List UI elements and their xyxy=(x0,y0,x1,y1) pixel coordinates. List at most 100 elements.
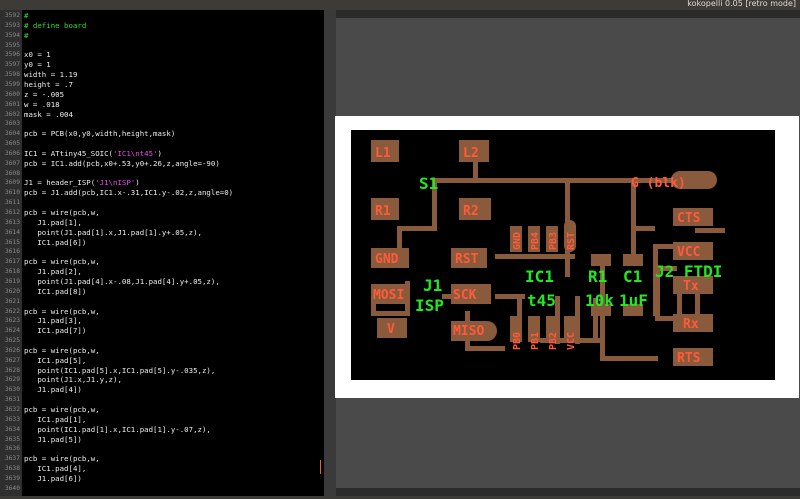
code-token: point(J1.pad[1].x,J1.pad[1].y+.05,z), xyxy=(24,227,202,237)
line-number: 3603 xyxy=(4,120,20,128)
trace xyxy=(465,346,505,351)
pads xyxy=(371,140,717,366)
pad-label: G (blk) xyxy=(631,176,686,191)
line-number: 3593 xyxy=(4,21,20,29)
code-line[interactable]: J1.pad[6]) xyxy=(24,474,82,483)
code-line[interactable]: point(J1.pad[4].x-.08,J1.pad[4].y+.05,z)… xyxy=(24,276,220,286)
status-strip xyxy=(0,496,800,499)
code-line[interactable]: IC1.pad[4], xyxy=(24,465,86,473)
pad-C1-a xyxy=(623,254,643,266)
code-line[interactable]: # xyxy=(24,12,28,20)
code-line[interactable]: w = .018 xyxy=(24,99,60,109)
code-line[interactable]: pcb = wire(pcb,w, xyxy=(24,455,100,463)
code-token: J1.pad[3], xyxy=(24,316,82,326)
code-token: J1.pad[1], xyxy=(24,217,82,227)
pcb-render[interactable]: L1 L2 R1 R2 GND RST MOSI SCK V MISO CTS … xyxy=(335,116,799,398)
code-line[interactable]: # define board xyxy=(24,21,86,30)
code-line[interactable]: pcb = wire(pcb,w, xyxy=(24,258,100,266)
trace xyxy=(645,178,675,183)
ic-pin-label: PB1 xyxy=(530,332,541,350)
pad-Rx xyxy=(673,314,713,332)
code-line[interactable]: IC1.pad[1], xyxy=(24,415,86,424)
code-line[interactable]: pcb = wire(pcb,w, xyxy=(24,345,100,355)
code-token: pcb = wire(pcb,w, xyxy=(24,454,100,464)
code-line[interactable]: point(J1.x,J1.y,z), xyxy=(24,376,122,384)
code-line[interactable]: # xyxy=(24,31,28,40)
code-token: pcb = wire(pcb,w, xyxy=(24,345,100,355)
pad-L2 xyxy=(459,140,489,162)
code-token: IC1 = ATtiny45_SOIC( xyxy=(24,148,113,158)
code-line[interactable]: point(J1.pad[1].x,J1.pad[1].y+.05,z), xyxy=(24,227,202,237)
ic-pin-labels: GND PB4 PB3 RST PB0 PB1 PB2 VCC xyxy=(512,232,577,350)
pad-C1-b xyxy=(623,304,643,316)
code-line[interactable]: pcb = IC1.add(pcb,x0+.53,y0+.26,z,angle=… xyxy=(24,159,220,168)
code-token: J1.pad[4]) xyxy=(24,385,82,395)
editor-scrollbar[interactable] xyxy=(324,10,336,496)
pad-RST xyxy=(451,248,487,268)
trace xyxy=(397,226,402,254)
code-token: IC1.pad[5], xyxy=(24,355,87,365)
code-line[interactable]: pcb = wire(pcb,w, xyxy=(24,307,100,316)
pad-label: RST xyxy=(455,252,479,267)
trace xyxy=(655,266,677,271)
code-line[interactable]: IC1.pad[6]) xyxy=(24,238,86,247)
ic-pin-label: PB4 xyxy=(530,232,541,250)
code-line[interactable]: height = .7 xyxy=(24,79,73,89)
line-number: 3619 xyxy=(4,277,20,285)
code-line[interactable]: mask = .004 xyxy=(24,110,73,119)
trace xyxy=(677,281,682,321)
pad-ic-vcc xyxy=(564,316,576,342)
line-number: 3598 xyxy=(4,71,20,79)
pad-label: L1 xyxy=(375,146,391,161)
code-line[interactable]: pcb = wire(pcb,w, xyxy=(24,209,100,217)
part-labels: S1 J1 ISP IC1 t45 R1 10k C1 1uF J2 FTDI xyxy=(415,174,722,315)
trace xyxy=(635,226,655,231)
pad-MISO-round xyxy=(477,321,497,341)
code-line[interactable]: x0 = 1 xyxy=(24,51,51,59)
code-line[interactable]: J1.pad[1], xyxy=(24,217,82,227)
line-number: 3636 xyxy=(4,445,20,453)
ic-pin-label: RST xyxy=(566,232,577,250)
code-token: w = .018 xyxy=(24,99,60,109)
code-line[interactable]: J1.pad[2], xyxy=(24,268,82,276)
pad-GND-left xyxy=(371,248,409,268)
code-line[interactable]: y0 = 1 xyxy=(24,61,51,69)
code-token: x0 = 1 xyxy=(24,50,51,60)
code-token: height = .7 xyxy=(24,79,73,89)
line-number: 3608 xyxy=(4,169,20,177)
line-number: 3600 xyxy=(4,90,20,98)
code-line[interactable]: point(IC1.pad[1].x,IC1.pad[1].y-.07,z), xyxy=(24,425,211,434)
code-token: 'J1\nISP' xyxy=(95,178,136,188)
line-number: 3618 xyxy=(4,268,20,276)
line-number: 3609 xyxy=(4,179,20,187)
code-line[interactable]: width = 1.19 xyxy=(24,71,77,79)
code-line[interactable]: pcb = J1.add(pcb,IC1.x-.31,IC1.y-.02,z,a… xyxy=(24,189,233,197)
code-token: z = -.005 xyxy=(24,89,65,99)
code-line[interactable]: J1.pad[5]) xyxy=(24,435,82,444)
line-number: 3592 xyxy=(4,12,20,19)
code-line[interactable]: J1 = header_ISP('J1\nISP') xyxy=(24,179,140,187)
code-token: point(J1.pad[4].x-.08,J1.pad[4].y+.05,z)… xyxy=(24,276,220,286)
code-line[interactable]: IC1.pad[5], xyxy=(24,355,87,365)
code-line[interactable]: pcb = PCB(x0,y0,width,height,mask) xyxy=(24,130,175,138)
pad-label: MISO xyxy=(453,324,484,339)
code-line[interactable]: pcb = wire(pcb,w, xyxy=(24,406,100,414)
code-line[interactable]: IC1.pad[7]) xyxy=(24,327,86,335)
line-number: 3624 xyxy=(4,327,20,335)
line-number: 3610 xyxy=(4,189,20,197)
line-number: 3602 xyxy=(4,110,20,118)
code-token: pcb = wire(pcb,w, xyxy=(24,208,100,217)
code-line[interactable]: J1.pad[4]) xyxy=(24,386,82,394)
code-line[interactable]: IC1.pad[8]) xyxy=(24,287,86,296)
code-token: IC1.pad[7]) xyxy=(24,326,87,336)
line-number: 3628 xyxy=(4,366,20,374)
part-label: ISP xyxy=(415,296,444,315)
text-cursor xyxy=(320,460,321,474)
code-line[interactable]: point(IC1.pad[5].x,IC1.pad[5].y-.035,z), xyxy=(24,366,215,375)
code-line[interactable]: J1.pad[3], xyxy=(24,317,82,325)
code-line[interactable]: IC1 = ATtiny45_SOIC('IC1\nt45') xyxy=(24,148,162,158)
pad-R1-a xyxy=(591,254,611,266)
code-line[interactable]: z = -.005 xyxy=(24,89,65,99)
